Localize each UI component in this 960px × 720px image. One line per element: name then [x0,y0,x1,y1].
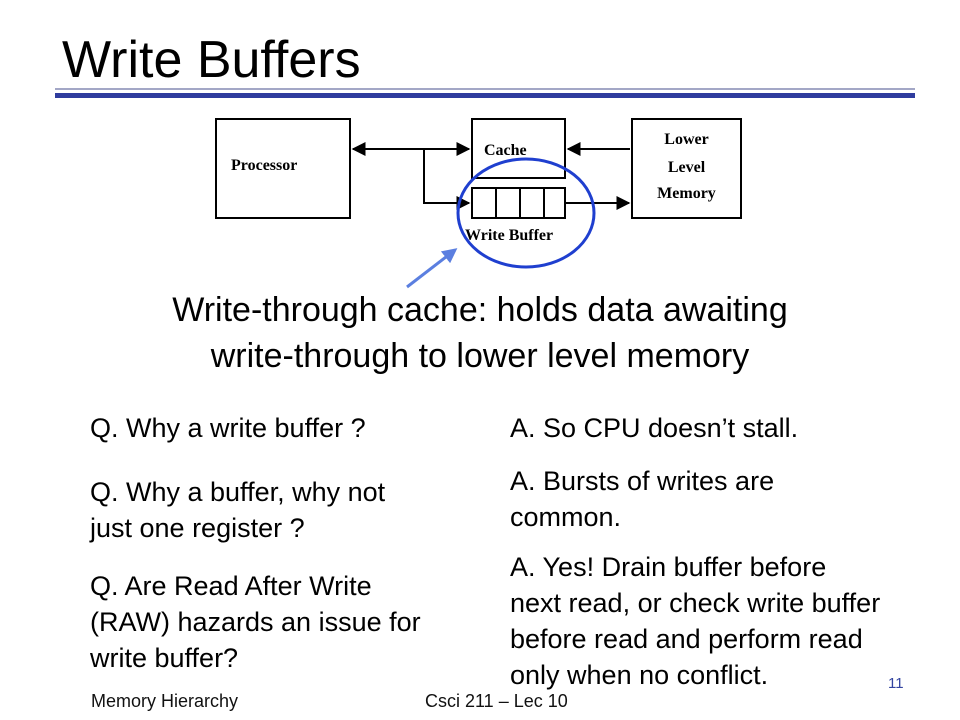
answer-3-line-2: next read, or check write buffer [510,588,881,618]
title-underline-thin [55,88,915,90]
question-2: Q. Why a buffer, why not just one regist… [90,474,385,546]
write-buffer-queue [471,187,566,219]
headline-line-1: Write-through cache: holds data awaiting [172,291,788,329]
answer-1-line-1: A. So CPU doesn’t stall. [510,413,799,443]
lower-memory-label-line3: Memory [657,185,716,202]
write-buffer-slot-3 [519,187,545,219]
question-3: Q. Are Read After Write (RAW) hazards an… [90,568,421,676]
question-3-line-1: Q. Are Read After Write [90,571,372,601]
answer-3-line-3: before read and perform read [510,624,863,654]
headline: Write-through cache: holds data awaiting… [60,287,900,379]
processor-label: Processor [231,157,298,174]
page-number: 11 [888,675,904,692]
question-3-line-3: write buffer? [90,643,239,673]
question-3-line-2: (RAW) hazards an issue for [90,607,421,637]
answer-1: A. So CPU doesn’t stall. [510,410,798,446]
write-buffer-label: Write Buffer [465,227,554,244]
question-2-line-2: just one register ? [90,513,305,543]
answer-2-line-1: A. Bursts of writes are [510,466,775,496]
lower-memory-label-line1: Lower [664,131,709,148]
cache-label: Cache [484,142,527,159]
answer-3-line-4: only when no conflict. [510,660,769,690]
answer-2-line-2: common. [510,502,622,532]
slide-title: Write Buffers [62,31,361,89]
write-buffer-slot-1 [471,187,497,219]
footer-course-lecture: Csci 211 – Lec 10 [425,691,568,711]
answer-3-line-1: A. Yes! Drain buffer before [510,552,827,582]
footer-course-section: Memory Hierarchy [91,691,239,711]
write-buffer-slot-4 [543,187,566,219]
answer-2: A. Bursts of writes are common. [510,463,774,535]
write-buffer-slot-2 [495,187,521,219]
answer-3: A. Yes! Drain buffer before next read, o… [510,549,880,693]
question-2-line-1: Q. Why a buffer, why not [90,477,386,507]
headline-line-2: write-through to lower level memory [210,337,750,375]
lower-memory-label-line2: Level [667,159,706,176]
pointer-arrow [406,248,458,289]
question-1-line-1: Q. Why a write buffer ? [90,413,366,443]
question-1: Q. Why a write buffer ? [90,410,366,446]
title-underline-thick [55,93,915,98]
processor-to-write-buffer-arrow [423,149,471,210]
write-buffer-highlight-circle [456,157,596,269]
